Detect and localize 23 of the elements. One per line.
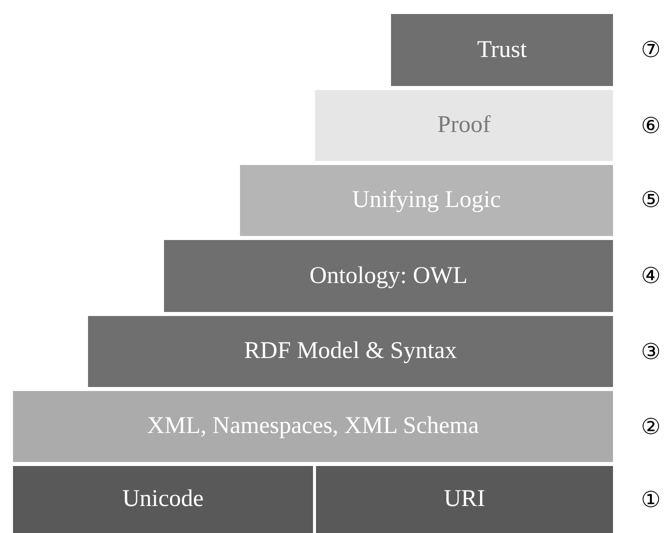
layer-bar	[13, 391, 613, 462]
layer-label: Trust	[477, 36, 527, 64]
layer-number: ⑤	[641, 189, 661, 211]
layer-number: ③	[641, 341, 661, 363]
layer-label: RDF Model & Syntax	[244, 338, 457, 365]
layer-label: Unifying Logic	[352, 187, 501, 214]
layer-label: URI	[444, 486, 486, 513]
layer-number: ⑦	[641, 39, 661, 61]
layer-number: ②	[641, 416, 661, 438]
layer-number: ⑥	[641, 115, 661, 137]
layer-bar	[88, 316, 613, 387]
layer-number: ①	[641, 489, 661, 511]
layer-label: Ontology: OWL	[310, 262, 468, 290]
layer-number: ④	[641, 265, 661, 287]
layer-bar	[164, 240, 613, 312]
layer-bar	[13, 466, 313, 533]
layer-bar	[315, 90, 613, 161]
layer-bar	[240, 165, 613, 236]
layer-label: Proof	[437, 112, 491, 139]
layer-bar	[316, 466, 613, 533]
layer-label: Unicode	[122, 486, 204, 513]
layer-label: XML, Namespaces, XML Schema	[147, 413, 479, 440]
layer-bar	[391, 14, 613, 86]
